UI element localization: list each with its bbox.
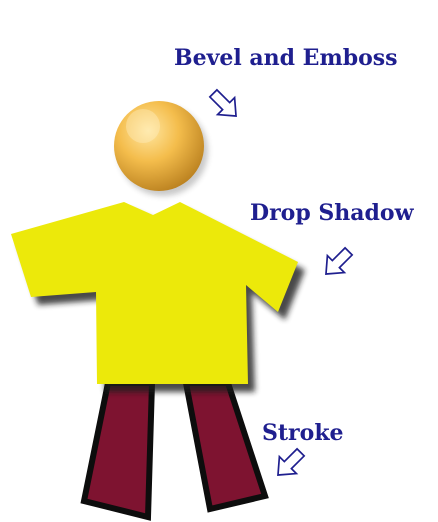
right-leg (186, 383, 265, 509)
stroke-label: Stroke (262, 422, 344, 444)
hollow-arrow-icon (269, 444, 309, 484)
hollow-arrow-icon (205, 85, 245, 125)
left-leg (84, 383, 152, 517)
bevel-emboss-label: Bevel and Emboss (174, 47, 398, 69)
head-bevel-emboss (114, 101, 204, 191)
hollow-arrow-icon (317, 243, 357, 283)
drop-shadow-label: Drop Shadow (250, 202, 414, 224)
head-highlight (126, 109, 160, 143)
